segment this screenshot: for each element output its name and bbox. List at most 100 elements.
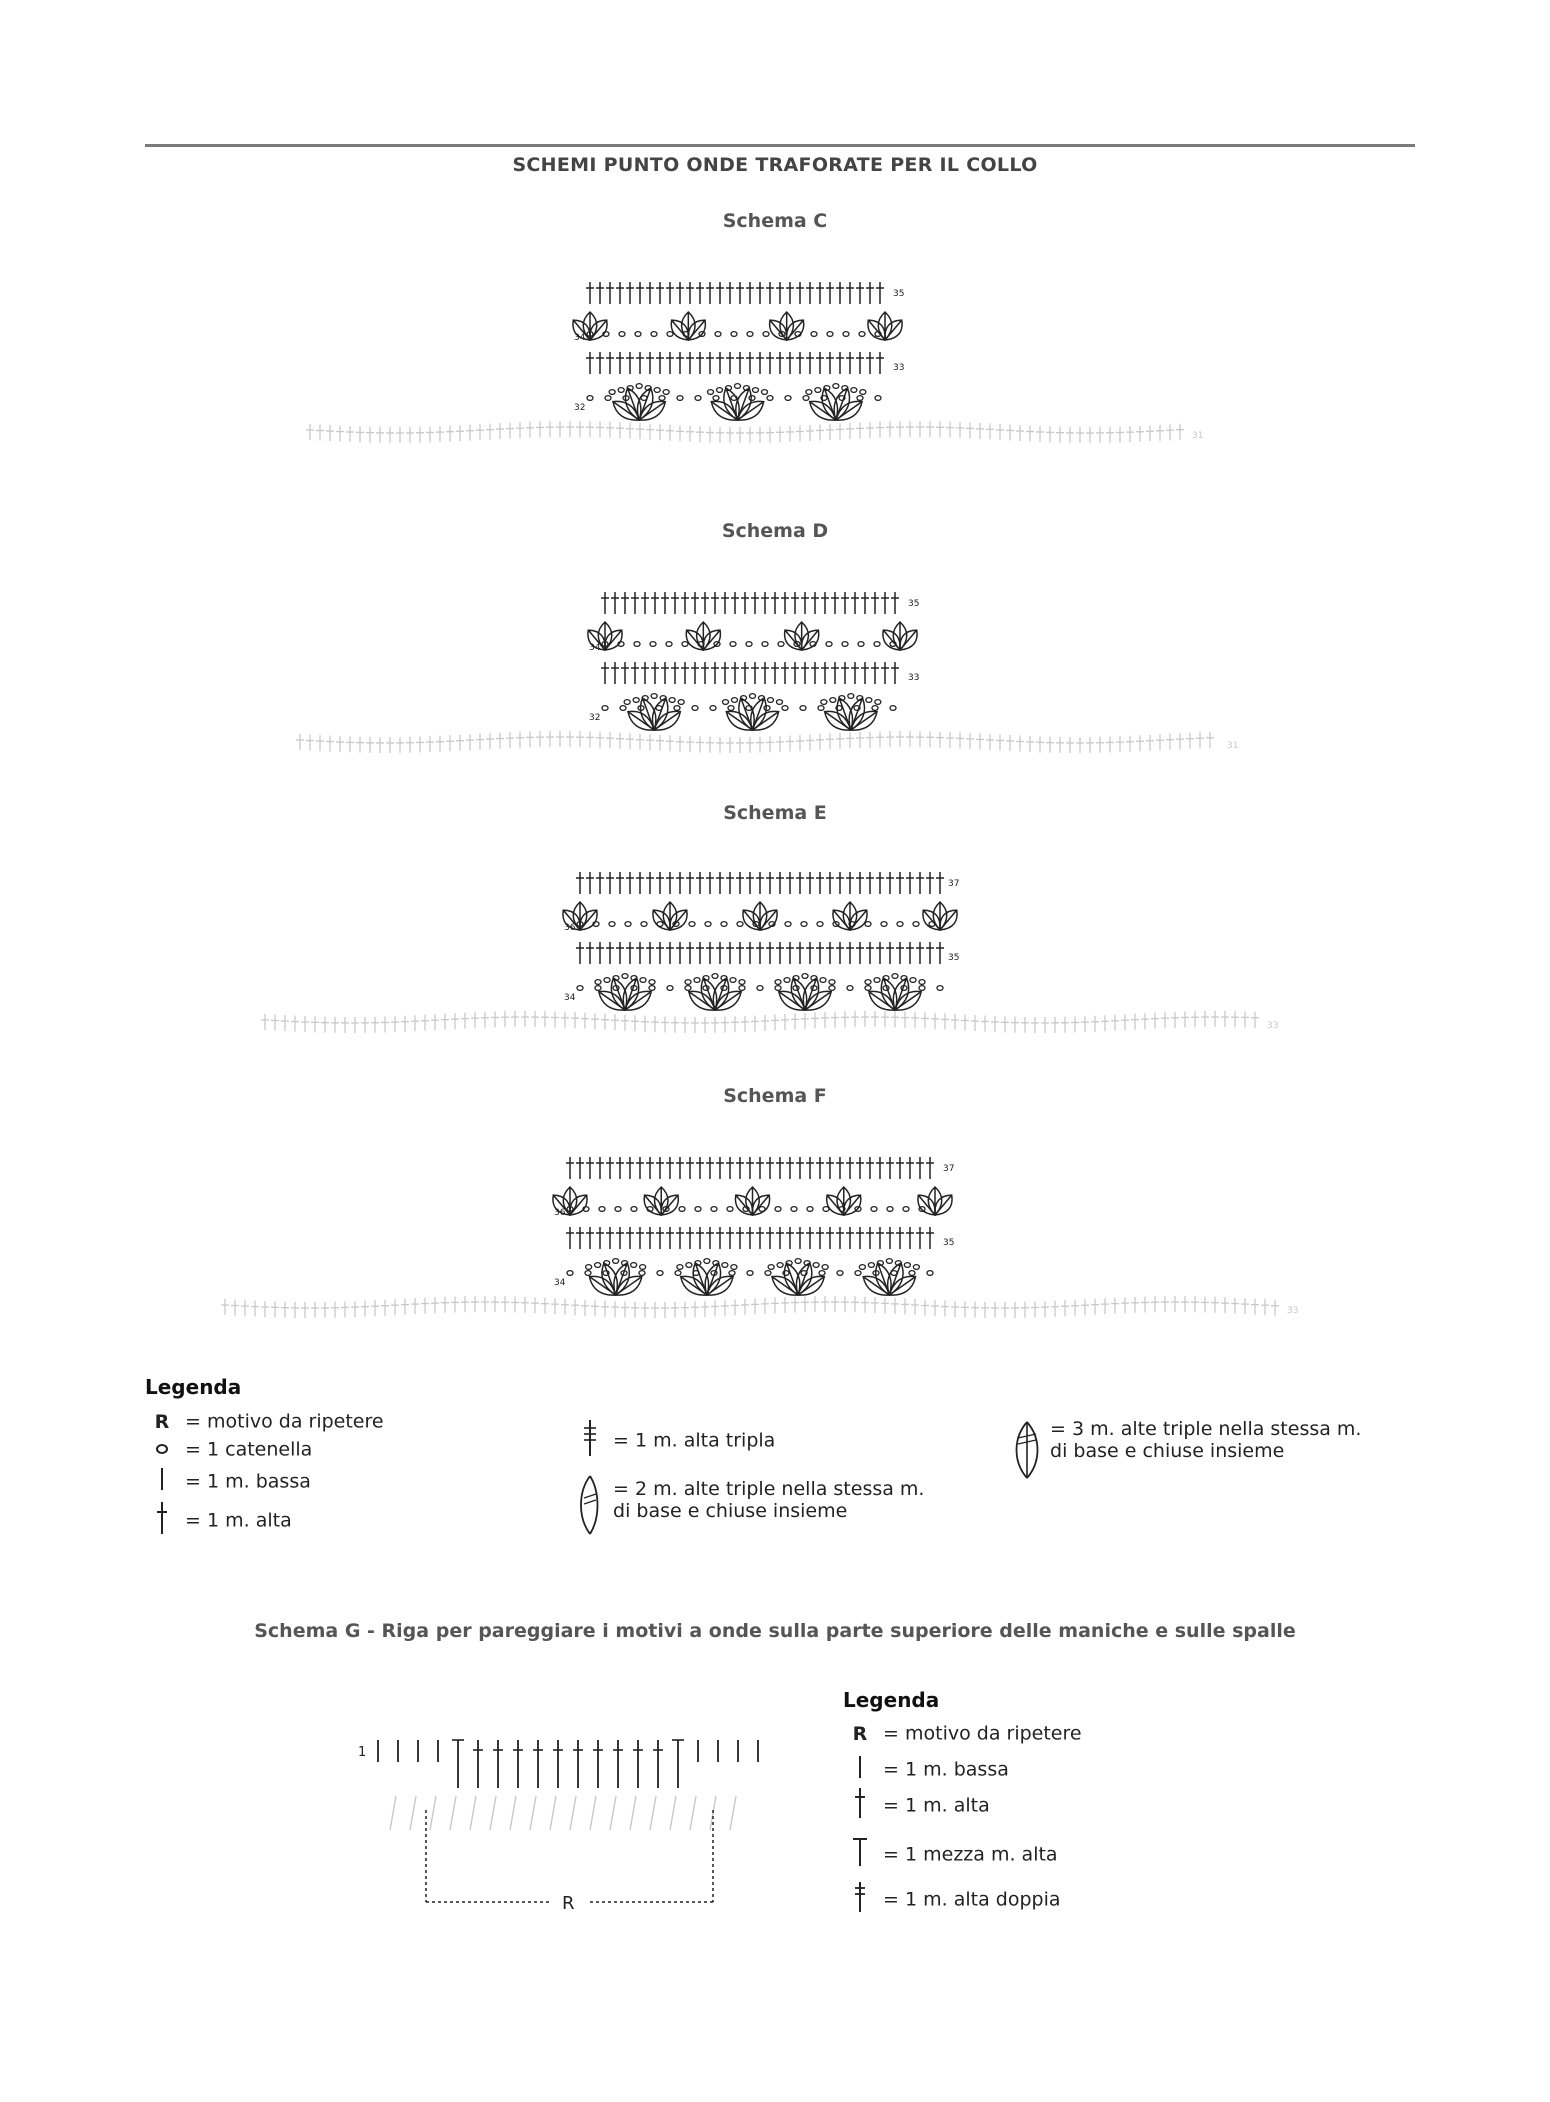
row-number: 37 — [948, 879, 959, 889]
chain-mark — [730, 1263, 738, 1271]
legend2-heading: Legenda — [843, 1688, 940, 1712]
chain-mark — [870, 1205, 878, 1213]
chain-mark — [666, 330, 674, 338]
chain-mark — [730, 330, 738, 338]
chain-mark — [729, 976, 737, 984]
chain-mark — [742, 1205, 750, 1213]
chain-mark — [739, 694, 748, 702]
chain-mark — [766, 696, 775, 704]
cluster-mark — [899, 629, 918, 651]
chain-mark — [672, 920, 680, 928]
chain-mark — [603, 976, 611, 984]
chain-mark — [608, 920, 616, 928]
chain-mark — [746, 1269, 754, 1277]
chain-mark — [630, 1205, 638, 1213]
stitch-mark — [569, 1795, 577, 1831]
chain-mark — [710, 1269, 718, 1277]
chain-mark — [778, 330, 786, 338]
chain-mark — [819, 976, 827, 984]
chain-mark — [742, 384, 751, 392]
row-number: 34 — [564, 993, 576, 1003]
cluster-mark — [804, 990, 833, 1011]
chain-mark — [850, 386, 858, 394]
chain-mark — [936, 984, 944, 992]
chain-mark — [784, 394, 792, 402]
chain-mark — [644, 384, 652, 392]
chain-mark — [618, 330, 626, 338]
chain-mark — [688, 920, 696, 928]
chain-mark — [720, 974, 728, 982]
chain-mark — [767, 1263, 775, 1271]
chain-mark — [825, 640, 833, 648]
chain-mark — [854, 1269, 862, 1277]
cluster-mark — [842, 1194, 862, 1216]
chain-mark — [703, 1257, 711, 1265]
chain-mark — [864, 978, 872, 986]
legend2-item-half-double: = 1 mezza m. alta — [843, 1836, 1058, 1873]
chain-mark — [880, 920, 888, 928]
chain-mark — [601, 704, 609, 712]
chain-mark — [728, 1269, 736, 1277]
chain-mark — [738, 984, 746, 992]
chain-mark — [586, 330, 594, 338]
cluster-mark — [800, 629, 820, 651]
chain-mark — [873, 976, 881, 984]
r-letter: R — [852, 1722, 868, 1745]
chain-mark — [928, 920, 936, 928]
cluster-mark — [849, 710, 878, 731]
chain-mark — [617, 386, 625, 394]
page-title: SCHEMI PUNTO ONDE TRAFORATE PER IL COLLO — [512, 154, 1038, 176]
row-number: 33 — [1287, 1306, 1298, 1316]
chain-mark — [886, 1205, 894, 1213]
chain-mark — [649, 640, 657, 648]
legend2-item-repeat: R = motivo da ripetere — [843, 1722, 1082, 1745]
legend-item-triple-treble: = 1 m. alta tripla — [573, 1418, 775, 1463]
chain-mark — [832, 382, 840, 390]
chain-mark — [693, 976, 701, 984]
chain-mark — [604, 394, 612, 402]
chain-mark — [918, 978, 926, 986]
row-number: 33 — [908, 673, 919, 683]
chain-mark — [745, 704, 753, 712]
chain-mark — [673, 704, 681, 712]
cluster-mark — [705, 1275, 734, 1296]
chain-mark — [676, 394, 684, 402]
cluster-mark — [714, 990, 743, 1011]
chain-mark — [650, 330, 658, 338]
chain-mark — [764, 1269, 772, 1277]
chain-mark — [882, 974, 890, 982]
two-cluster-icon — [573, 1472, 607, 1543]
chain-mark — [810, 330, 818, 338]
chain-mark — [694, 394, 702, 402]
chain-mark — [730, 394, 738, 402]
cluster-mark — [884, 319, 903, 341]
chain-mark — [745, 640, 753, 648]
chain-mark — [638, 1263, 647, 1271]
repeat-label: R — [562, 1893, 575, 1914]
legend2-item-treble: = 1 m. alta doppia — [843, 1880, 1061, 1919]
chain-mark — [841, 384, 849, 392]
chain-mark — [801, 972, 809, 980]
stitch-mark — [489, 1795, 497, 1831]
chain-mark — [668, 696, 676, 704]
chain-mark — [617, 640, 625, 648]
chain-mark — [752, 920, 760, 928]
chain-mark — [783, 976, 791, 984]
chain-mark — [632, 696, 640, 704]
chain-mark — [836, 1269, 844, 1277]
cluster-mark — [653, 710, 682, 731]
chain-mark — [702, 984, 710, 992]
chain-mark — [650, 692, 658, 700]
chain-mark — [727, 704, 735, 712]
chain-mark — [622, 394, 630, 402]
chain-mark — [792, 984, 800, 992]
chain-mark — [874, 698, 882, 706]
chain-mark — [758, 1205, 766, 1213]
chain-mark — [782, 1269, 790, 1277]
chain-mark — [576, 920, 584, 928]
row-number: 36 — [554, 1208, 566, 1218]
cluster-mark — [939, 909, 958, 931]
chain-mark — [656, 920, 664, 928]
stitch-mark — [389, 1795, 397, 1831]
